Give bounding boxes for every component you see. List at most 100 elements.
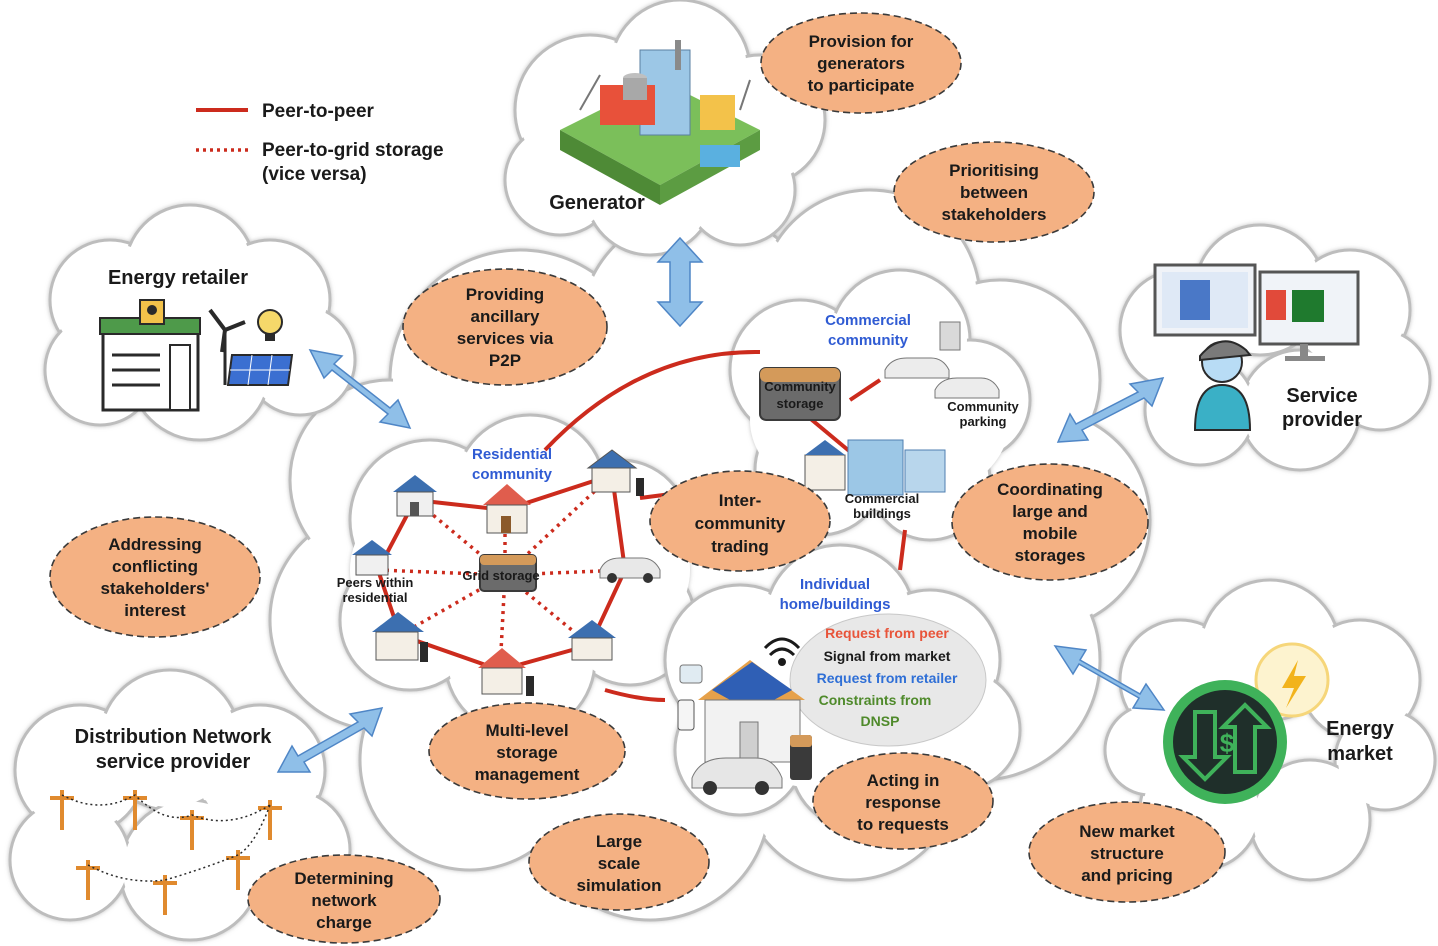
legend-p2p-label: Peer-to-peer [262, 101, 375, 122]
peers-label-line2: residential [342, 590, 407, 605]
arrow-generator [656, 236, 704, 328]
challenge-text: interest [124, 601, 186, 620]
challenge-text: to participate [808, 76, 915, 95]
challenge-text: stakeholders [942, 205, 1047, 224]
challenge-text: ancillary [471, 307, 541, 326]
retailer-label: Energy retailer [108, 267, 248, 289]
arrow-dnsp [276, 707, 384, 773]
challenge-text: storages [1015, 546, 1086, 565]
challenge-intercommunity: Inter- community trading [649, 470, 831, 572]
challenge-prioritising: Prioritising between stakeholders [893, 141, 1095, 243]
challenge-text: structure [1090, 844, 1164, 863]
signal-peer: Request from peer [825, 625, 949, 641]
challenge-text: between [960, 183, 1028, 202]
house-icon [483, 484, 531, 534]
grid-storage-label: Grid storage [462, 568, 539, 583]
challenge-text: mobile [1023, 524, 1078, 543]
svg-text:$: $ [1220, 728, 1235, 758]
challenge-largescale: Large scale simulation [528, 813, 710, 911]
wind-turbine-icon [208, 308, 246, 385]
signal-dnsp-line1: Constraints from [819, 692, 932, 708]
challenge-text: management [475, 765, 580, 784]
individual-title-line1: Individual [800, 576, 870, 593]
challenge-text: Providing [466, 285, 544, 304]
legend-p2g-line1: Peer-to-grid storage [262, 140, 444, 161]
solar-panel-icon [226, 354, 294, 386]
community-storage-line1: Community [764, 379, 836, 394]
challenge-text: Determining [294, 869, 393, 888]
challenge-text: Provision for [809, 32, 914, 51]
market-label-line1: Energy [1326, 718, 1395, 740]
residential-p2g-links [377, 473, 626, 671]
signal-retailer: Request from retailer [817, 670, 958, 686]
car-icon [599, 557, 661, 583]
bulb-icon [257, 309, 283, 341]
challenge-text: services via [457, 329, 554, 348]
car-icon [884, 321, 1000, 399]
challenge-network-charge: Determining network charge [247, 854, 441, 944]
dnsp-label-line2: service provider [96, 751, 251, 773]
challenge-text: Acting in [867, 771, 940, 790]
challenge-multilevel: Multi-level storage management [428, 702, 626, 800]
house-icon [478, 648, 534, 696]
challenge-text: Large [596, 832, 642, 851]
service-label-line1: Service [1286, 385, 1357, 407]
challenge-text: P2P [489, 351, 521, 370]
generator-label: Generator [549, 192, 645, 214]
individual-title-line2: home/buildings [780, 596, 891, 613]
challenge-text: large and [1012, 502, 1088, 521]
challenge-text: trading [711, 537, 769, 556]
challenge-text: simulation [576, 876, 661, 895]
house-icon [568, 620, 616, 661]
challenge-text: and pricing [1081, 866, 1173, 885]
community-storage-line2: storage [777, 396, 824, 411]
arrow-retailer [308, 348, 412, 430]
car-icon [691, 757, 783, 795]
challenge-text: charge [316, 913, 372, 932]
challenge-market-structure: New market structure and pricing [1028, 801, 1226, 903]
legend: Peer-to-peer Peer-to-grid storage (vice … [196, 101, 444, 185]
signal-market: Signal from market [824, 648, 951, 664]
house-icon [677, 660, 805, 763]
challenge-text: response [865, 793, 941, 812]
challenge-text: New market [1079, 822, 1175, 841]
legend-p2g-line2: (vice versa) [262, 164, 367, 185]
market-label-line2: market [1327, 743, 1393, 765]
community-parking-line1: Community [947, 399, 1019, 414]
house-icon [393, 475, 437, 517]
person-icon [1193, 340, 1252, 431]
challenge-text: to requests [857, 815, 949, 834]
challenge-text: stakeholders' [101, 579, 210, 598]
residential-title-line2: community [472, 466, 553, 483]
house-icon [372, 612, 428, 662]
factory-icon [560, 40, 760, 205]
arrow-service [1056, 377, 1165, 443]
challenge-text: conflicting [112, 557, 198, 576]
challenge-text: generators [817, 54, 905, 73]
lightning-icon [1254, 642, 1330, 718]
monitor-icon [1153, 263, 1360, 361]
challenge-text: Multi-level [485, 721, 568, 740]
house-icon [586, 449, 644, 496]
challenge-text: Prioritising [949, 161, 1039, 180]
challenge-text: scale [598, 854, 641, 873]
challenge-acting: Acting in response to requests [812, 752, 994, 850]
signal-cloud [789, 613, 987, 747]
challenge-text: Coordinating [997, 480, 1103, 499]
signal-dnsp-line2: DNSP [861, 713, 900, 729]
battery-icon [759, 367, 841, 421]
service-provider-cloud [1118, 223, 1432, 472]
challenge-generators: Provision for generators to participate [760, 12, 962, 114]
challenge-text: network [311, 891, 377, 910]
dnsp-label-line1: Distribution Network [75, 726, 273, 748]
challenge-text: storage [496, 743, 557, 762]
commercial-buildings-line1: Commercial [845, 491, 919, 506]
peers-label-line1: Peers within [337, 575, 414, 590]
building-icon [804, 439, 946, 496]
commercial-buildings-line2: buildings [853, 506, 911, 521]
challenge-conflicting: Addressing conflicting stakeholders' int… [49, 516, 261, 638]
challenge-ancillary: Providing ancillary services via P2P [402, 268, 608, 386]
wifi-icon [763, 637, 801, 666]
challenge-coordinating: Coordinating large and mobile storages [951, 463, 1149, 581]
